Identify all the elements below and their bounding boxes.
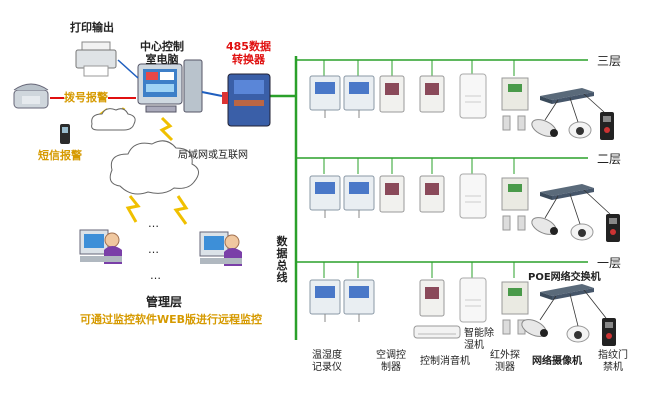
alarm-panel-icon: [501, 281, 529, 335]
drops-floor-2: [323, 158, 515, 174]
device-label-silencer: 控制消音机: [420, 356, 470, 367]
dehumidifier-icon: [459, 277, 487, 323]
cloud-icon: [109, 140, 199, 195]
floor-3-cables: [544, 93, 605, 123]
dehumidifier-label: 智能除 湿机: [464, 328, 494, 351]
center-pc-icon: [137, 59, 203, 113]
silencer-controller-icon: [419, 175, 445, 213]
device-label-camera: 网络摄像机: [532, 356, 582, 367]
center-pc-label: 中心控制 室电脑: [140, 40, 184, 66]
alarm-panel-icon: [501, 77, 529, 131]
device-label-fingerprint: 指纹门 禁机: [598, 350, 628, 373]
printer-icon: [75, 41, 117, 77]
data-bus-label: 数据总线: [276, 235, 288, 285]
drops-floor-3: [323, 60, 515, 76]
phone-icon: [13, 83, 49, 109]
fingerprint-reader-icon: [606, 214, 620, 242]
converter-icon: [222, 73, 271, 127]
mgmt-label: 管理层: [146, 295, 183, 309]
camera-icon: [531, 217, 558, 235]
device-label-ac-controller: 空调控 制器: [376, 350, 406, 373]
network-switch-icon: [540, 88, 594, 104]
workstation-icon: [79, 229, 122, 264]
th-recorder-icon: [343, 279, 375, 322]
network-switch-icon: [540, 184, 594, 200]
dial-alarm-label: 拨号报警: [64, 91, 108, 105]
th-recorder-icon: [309, 279, 341, 322]
ellipsis-1: …: [148, 217, 159, 230]
device-label-th-recorder: 温湿度 记录仪: [312, 350, 342, 373]
floor-1-cables: [539, 289, 607, 327]
converter-label: 485数据 转换器: [226, 40, 271, 66]
poe-switch-label: POE网络交换机: [528, 272, 601, 283]
ellipsis-3: …: [150, 269, 161, 282]
silencer-controller-icon: [419, 75, 445, 113]
dehumidifier-icon: [459, 173, 487, 219]
floor-3-devices: [309, 73, 614, 140]
camera-icon: [531, 119, 558, 137]
fingerprint-reader-icon: [602, 318, 616, 346]
th-recorder-icon: [343, 175, 375, 218]
bolt-icon: [159, 116, 174, 142]
workstation-icon: [199, 231, 242, 266]
floor-2-devices: [309, 173, 620, 242]
floor-2-cables: [544, 189, 611, 225]
dome-camera-icon: [568, 121, 592, 139]
ac-unit-icon: [413, 325, 461, 339]
network-switch-icon: [540, 284, 594, 300]
printer-label: 打印输出: [70, 21, 114, 34]
camera-icon: [521, 319, 548, 337]
mobile-phone-icon: [60, 124, 70, 144]
bolt-icon: [173, 195, 189, 225]
floor-label-1: 一层: [597, 256, 622, 270]
drops-floor-1: [323, 262, 515, 278]
th-recorder-icon: [343, 75, 375, 118]
floor-label-2: 二层: [597, 152, 622, 166]
bolt-icon: [125, 195, 141, 223]
dome-camera-icon: [566, 325, 590, 343]
th-recorder-icon: [309, 175, 341, 218]
ac-controller-icon: [379, 75, 405, 113]
cloud-small-icon: [91, 108, 136, 131]
pc-converter-link: [201, 91, 223, 97]
ac-controller-icon: [379, 175, 405, 213]
device-label-infrared: 红外探 测器: [490, 350, 520, 373]
sms-alarm-label: 短信报警: [38, 149, 82, 162]
floor-label-3: 三层: [597, 54, 622, 68]
fingerprint-reader-icon: [600, 112, 614, 140]
floor-1-devices: [309, 277, 616, 346]
printer-link: [117, 59, 139, 79]
alarm-panel-icon: [501, 177, 529, 231]
dome-camera-icon: [570, 223, 594, 241]
th-recorder-icon: [309, 75, 341, 118]
silencer-controller-icon: [419, 279, 445, 317]
dehumidifier-icon: [459, 73, 487, 119]
mgmt-desc-label: 可通过监控软件WEB版进行远程监控: [80, 313, 263, 326]
network-label: 局域网或互联网: [178, 150, 248, 161]
ellipsis-2: …: [148, 243, 159, 256]
